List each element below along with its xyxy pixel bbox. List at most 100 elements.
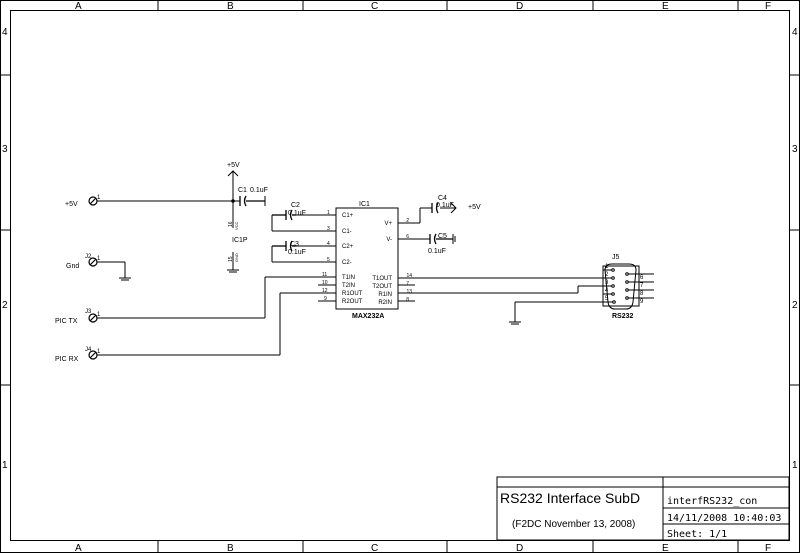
ic1-pin-r2in-num: 8 — [406, 297, 409, 303]
ic1-pin-t2out-num: 7 — [406, 281, 409, 287]
ic1-part: MAX232A — [352, 313, 384, 320]
j5-pin-numbers: 1 2 3 4 5 6 7 8 9 — [605, 264, 644, 305]
connector-symbols — [88, 196, 98, 360]
j5-pin-3: 3 — [605, 280, 609, 286]
ic1-pin-vminus-num: 6 — [406, 234, 409, 240]
ic1-pin-t2in: T2IN — [342, 283, 355, 289]
col-label-a-top: A — [75, 1, 82, 12]
row-labels: 4 3 2 1 4 3 2 1 — [2, 27, 798, 471]
ic1-pin-r1out: R1OUT — [342, 291, 363, 297]
ic1-pin-vplus: V+ — [384, 221, 392, 227]
j5-pin-5: 5 — [605, 296, 609, 302]
ic1-pin-r2in: R2IN — [378, 300, 392, 306]
ic1-pin-t2out: T2OUT — [372, 284, 392, 290]
row-label-4-left: 4 — [2, 27, 8, 38]
ic1-pin-vminus: V- — [386, 237, 392, 243]
c4-value: 0.1uF — [436, 202, 454, 209]
ic1-pin-c1plus: C1+ — [342, 213, 354, 219]
ic1-pin-r1in: R1IN — [378, 292, 392, 298]
c5-value: 0.1uF — [428, 248, 446, 255]
plus5v-top-label: +5V — [227, 162, 240, 169]
ic1-pin-t1in: T1IN — [342, 275, 355, 281]
ic1-body — [335, 207, 399, 310]
ic1p-pin-top: 16 — [228, 221, 234, 227]
ic1-pin-t1out: T1OUT — [372, 276, 392, 282]
plus5v-right-label: +5V — [468, 204, 481, 211]
j4-ref: J4 — [85, 347, 92, 353]
ic1-pin-c1minus: C1- — [342, 229, 352, 235]
row-label-3-right: 3 — [792, 144, 798, 155]
j5-pin-6: 6 — [640, 275, 644, 281]
col-label-a-bottom: A — [75, 543, 82, 553]
c5-ref: C5 — [438, 233, 447, 240]
row-label-2-right: 2 — [792, 300, 798, 311]
ic1-pin-c2plus-num: 4 — [327, 241, 330, 247]
ic1-pin-c1plus-num: 1 — [327, 210, 330, 216]
c3-ref: C3 — [290, 241, 299, 248]
title-block-subtitle: (F2DC November 13, 2008) — [512, 519, 635, 530]
ic1-ref: IC1 — [359, 201, 370, 208]
col-label-e-bottom: E — [662, 543, 669, 553]
ic1-pin-r1out-num: 12 — [322, 288, 328, 294]
c3-value: 0.1uF — [288, 249, 306, 256]
j2-pin: 1 — [97, 256, 101, 262]
row-label-3-left: 3 — [2, 144, 8, 155]
wires — [97, 178, 603, 356]
ic1p-ref: IC1P — [232, 237, 248, 244]
col-label-f-top: F — [765, 1, 771, 12]
j3-ref: J3 — [85, 309, 92, 315]
j3-pin: 1 — [97, 312, 101, 318]
vcc-in-pin: 1 — [97, 195, 101, 201]
title-block-filename: interfRS232_con — [667, 496, 757, 507]
ic1-pin-t2in-num: 10 — [322, 280, 328, 286]
vcc-in-label: +5V — [65, 201, 78, 208]
row-label-4-right: 4 — [792, 27, 798, 38]
capacitor-labels: C1 0.1uF C2 0.1uF C3 0.1uF C4 0.1uF C5 0… — [238, 187, 454, 256]
ic1-right-pins: V+ 2 V- 6 T1OUT 14 T2OUT 7 R1IN 13 R2IN … — [372, 218, 412, 306]
ic1-pin-t1in-num: 11 — [322, 272, 327, 278]
j2-label: Gnd — [66, 263, 79, 270]
ic1p-pin-bot: 15 — [228, 256, 234, 262]
j4-pin: 1 — [97, 349, 101, 355]
ic1-pin-t1out-num: 14 — [406, 273, 412, 279]
title-block-datetime: 14/11/2008 10:40:03 — [667, 513, 781, 524]
junction-dots — [231, 199, 235, 203]
c2-value: 0.1uF — [288, 210, 306, 217]
j2-ref: J2 — [85, 254, 92, 260]
column-labels: A B C D E F A B C D E F — [75, 1, 771, 553]
j5-pin-8: 8 — [640, 291, 644, 297]
j5-part: RS232 — [612, 313, 634, 320]
ic1-pin-c2minus: C2- — [342, 260, 352, 266]
ic1p-name-bot: GND — [234, 253, 239, 262]
col-label-e-top: E — [662, 1, 669, 12]
title-block-sheet: Sheet: 1/1 — [667, 529, 727, 540]
row-label-1-left: 1 — [2, 460, 8, 471]
j5-connector — [602, 263, 654, 310]
c4-ref: C4 — [438, 195, 447, 202]
j5-pin-4: 4 — [605, 288, 609, 294]
c1-ref: C1 — [238, 187, 247, 194]
port-labels: +5V 1 J2 Gnd 1 J3 PIC TX 1 J4 PIC RX 1 — [55, 195, 101, 363]
j5-pin-7: 7 — [640, 283, 644, 289]
capacitor-symbols — [239, 195, 453, 252]
ic1-pin-r2out-num: 9 — [324, 296, 327, 302]
col-label-c-bottom: C — [371, 543, 378, 553]
col-label-b-top: B — [227, 1, 234, 12]
col-label-c-top: C — [371, 1, 378, 12]
j4-label: PIC RX — [55, 356, 79, 363]
title-block-title: RS232 Interface SubD — [500, 490, 640, 506]
title-block — [496, 476, 790, 541]
row-label-2-left: 2 — [2, 300, 8, 311]
col-label-d-top: D — [516, 1, 523, 12]
j5-pin-2: 2 — [605, 272, 609, 278]
c2-ref: C2 — [291, 202, 300, 209]
j3-label: PIC TX — [55, 318, 78, 325]
ic1-pin-c1minus-num: 3 — [327, 226, 330, 232]
ic1-pin-r1in-num: 13 — [406, 289, 412, 295]
ic1-pin-r2out: R2OUT — [342, 299, 363, 305]
col-label-d-bottom: D — [516, 543, 523, 553]
j5-ref: J5 — [612, 254, 620, 261]
j5-pin-1: 1 — [605, 264, 609, 270]
